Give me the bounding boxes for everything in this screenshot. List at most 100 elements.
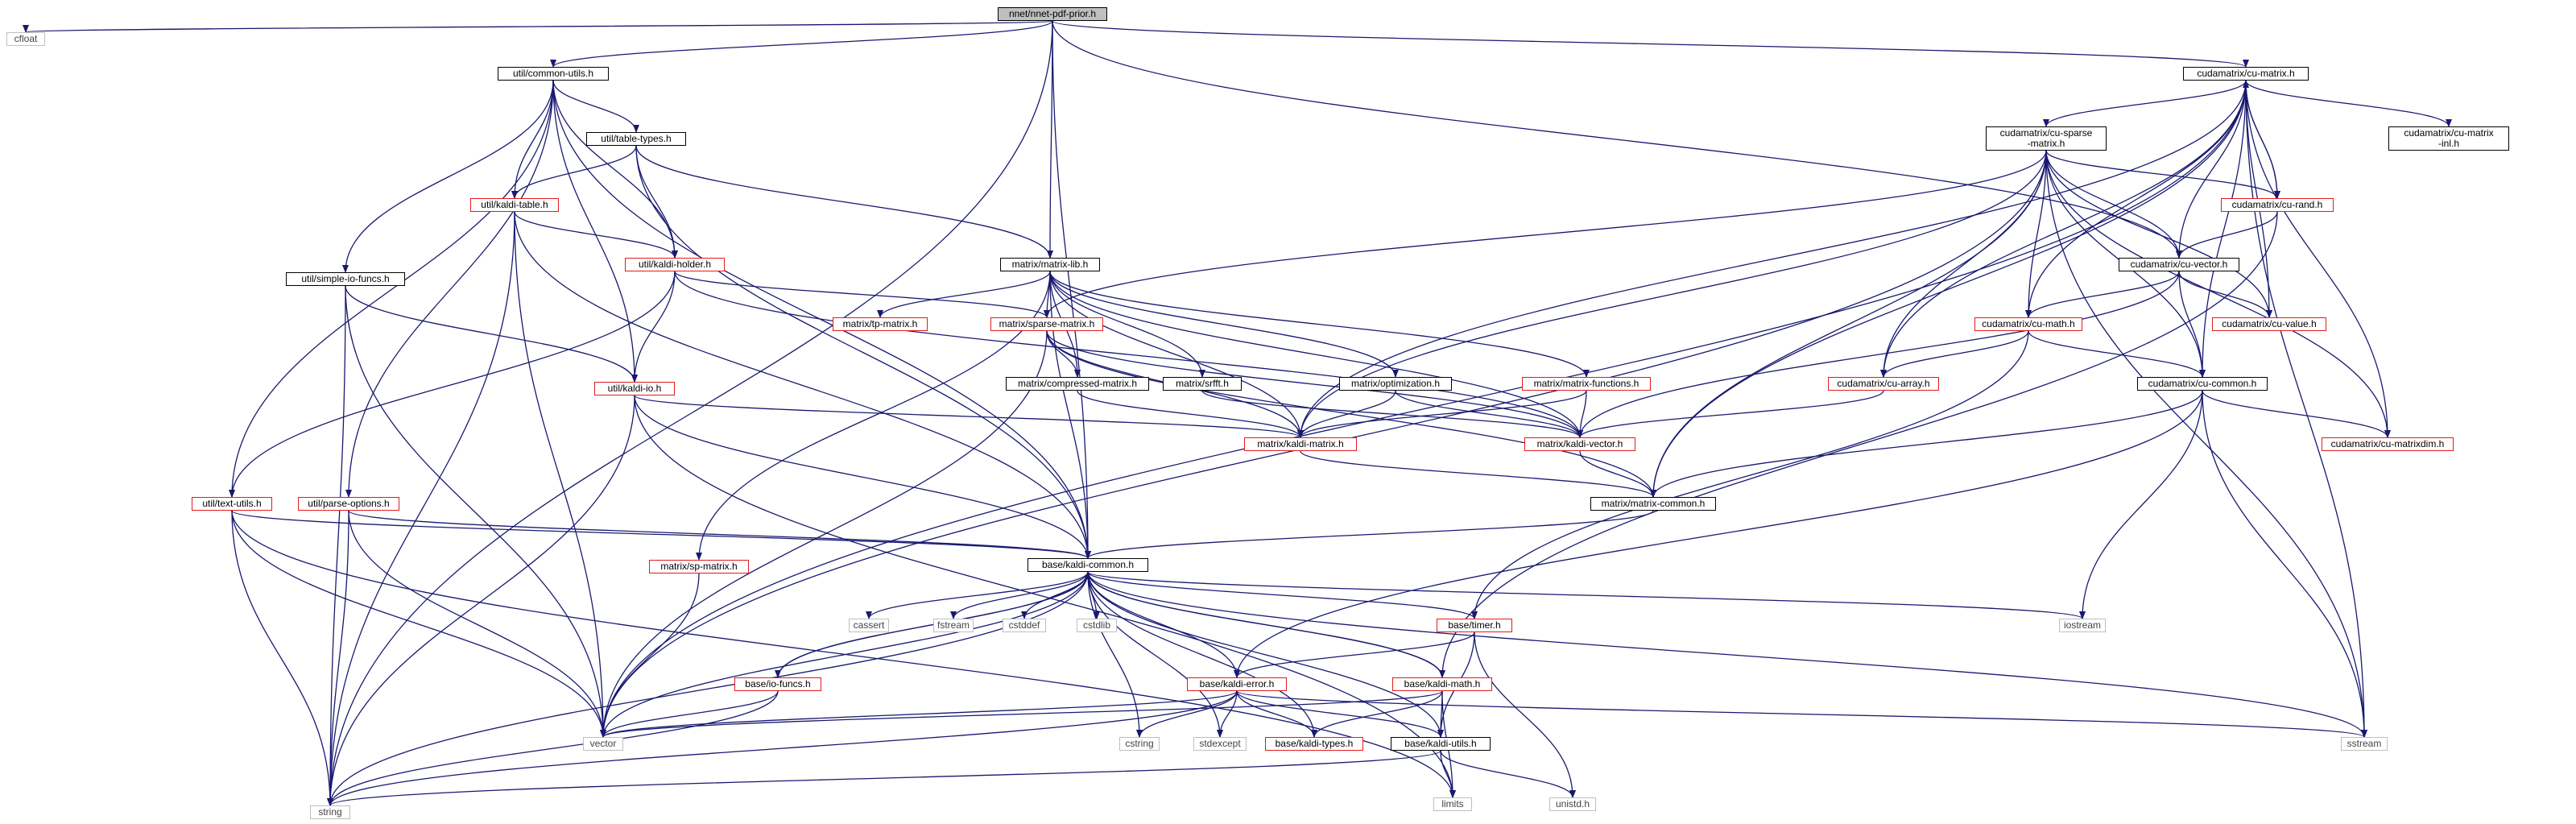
edge-compressed-to-kaldimatrix: [1077, 390, 1304, 438]
edge-cusparse-to-cuvalue: [2045, 150, 2272, 318]
node-cuarray[interactable]: cudamatrix/cu-array.h: [1828, 377, 1939, 391]
edge-commonutils-to-textutils: [229, 80, 554, 498]
edge-matrixcommon-to-kaldicommon: [1085, 510, 1654, 559]
edge-commonutils-to-kaldiholder: [552, 80, 678, 259]
edge-kaldicommon-to-kaldiutils: [1087, 571, 1444, 738]
node-kaldiutils[interactable]: base/kaldi-utils.h: [1391, 737, 1491, 751]
edge-cumatrix-to-matrixcommon: [1650, 80, 2247, 498]
edge-sparsematrix-to-kaldivector: [1046, 330, 1583, 438]
edge-textutils-to-kaldicommon: [231, 510, 1091, 559]
edge-kalditable-to-kaldiholder: [514, 211, 678, 259]
edge-simpleio-to-vector: [345, 285, 606, 738]
edge-commonutils-to-kalditable: [511, 80, 554, 199]
edge-cuvector-to-cuvalue: [2178, 271, 2272, 318]
edge-kaldicommon-to-timer: [1087, 571, 1478, 619]
edge-matrixlib-to-srfft: [1049, 271, 1205, 378]
node-sparsematrix[interactable]: matrix/sparse-matrix.h: [990, 317, 1103, 331]
node-spmatrix[interactable]: matrix/sp-matrix.h: [649, 560, 749, 573]
node-iofuncs[interactable]: base/io-funcs.h: [734, 677, 821, 691]
edge-root-to-cumatrix: [1052, 20, 2249, 68]
edge-iofuncs-to-kaldicommon: [777, 571, 1091, 678]
node-tabletypes[interactable]: util/table-types.h: [586, 132, 686, 146]
node-cuvalue[interactable]: cudamatrix/cu-value.h: [2212, 317, 2326, 331]
edge-cuvector-to-cucommon: [2178, 271, 2206, 378]
edge-textutils-to-vector: [231, 510, 606, 738]
edge-kaldiio-to-kaldicommon: [634, 395, 1091, 559]
node-cumath[interactable]: cudamatrix/cu-math.h: [1974, 317, 2082, 331]
node-limits: limits: [1433, 797, 1472, 811]
edge-optimization-to-kaldivector: [1395, 390, 1583, 438]
node-kaldicommon[interactable]: base/kaldi-common.h: [1028, 558, 1148, 572]
node-kaldimatrix[interactable]: matrix/kaldi-matrix.h: [1244, 437, 1357, 451]
edge-matrixfunctions-to-kaldimatrix: [1297, 390, 1587, 438]
node-kalditypes[interactable]: base/kaldi-types.h: [1265, 737, 1363, 751]
node-cucommon[interactable]: cudamatrix/cu-common.h: [2137, 377, 2268, 391]
edge-tabletypes-to-kalditable: [511, 145, 637, 199]
node-simpleio[interactable]: util/simple-io-funcs.h: [286, 272, 405, 286]
edge-cuvector-to-cumath: [2025, 271, 2180, 318]
node-kaldiio[interactable]: util/kaldi-io.h: [594, 382, 675, 395]
edge-kaldiholder-to-sparsematrix: [674, 271, 1050, 318]
edge-simpleio-to-string: [327, 285, 346, 806]
edge-root-to-cuvector: [1052, 20, 2182, 259]
node-commonutils[interactable]: util/common-utils.h: [498, 67, 609, 81]
node-timer[interactable]: base/timer.h: [1437, 619, 1512, 632]
edge-kaldimath-to-kaldicommon: [1085, 571, 1443, 678]
node-compressed[interactable]: matrix/compressed-matrix.h: [1006, 377, 1149, 391]
node-parseoptions[interactable]: util/parse-options.h: [298, 497, 399, 511]
edge-kalditable-to-kaldicommon: [514, 211, 1091, 559]
node-kalditable[interactable]: util/kaldi-table.h: [470, 198, 559, 212]
edge-cumatrix-to-cuvector: [2176, 80, 2247, 259]
edge-tabletypes-to-kaldicommon: [635, 145, 1091, 559]
node-matrixlib[interactable]: matrix/matrix-lib.h: [1000, 258, 1100, 271]
edge-sparsematrix-to-vector: [600, 330, 1048, 738]
edge-kaldiutils-to-limits: [1440, 750, 1456, 798]
edge-kaldimath-to-vector: [600, 690, 1443, 738]
node-kaldivector[interactable]: matrix/kaldi-vector.h: [1524, 437, 1635, 451]
node-cumatrixdim[interactable]: cudamatrix/cu-matrixdim.h: [2322, 437, 2454, 451]
node-matrixfunctions[interactable]: matrix/matrix-functions.h: [1522, 377, 1651, 391]
edge-matrixlib-to-optimization: [1049, 271, 1399, 378]
node-curand[interactable]: cudamatrix/cu-rand.h: [2221, 198, 2334, 212]
node-matrixcommon[interactable]: matrix/matrix-common.h: [1590, 497, 1716, 511]
node-cuvector[interactable]: cudamatrix/cu-vector.h: [2119, 258, 2239, 271]
edge-kaldicommon-to-stdexcept: [1087, 571, 1223, 738]
node-cstdlib: cstdlib: [1077, 619, 1117, 632]
node-root[interactable]: nnet/nnet-pdf-prior.h: [998, 7, 1107, 21]
edge-cumath-to-timer: [1471, 330, 2029, 619]
node-cumatrixinl[interactable]: cudamatrix/cu-matrix -inl.h: [2388, 126, 2509, 151]
edge-root-to-string: [327, 20, 1053, 806]
edge-kaldicommon-to-iostream: [1087, 571, 2086, 619]
edge-curand-to-cuvector: [2176, 211, 2278, 259]
node-kaldiholder[interactable]: util/kaldi-holder.h: [625, 258, 725, 271]
edge-cumatrix-to-cumatrixdim: [2245, 80, 2391, 438]
edge-kalditable-to-string: [327, 211, 515, 806]
edge-srfft-to-kaldivector: [1201, 390, 1583, 438]
edge-cuvector-to-kaldivector: [1577, 271, 2180, 438]
node-kaldimath[interactable]: base/kaldi-math.h: [1392, 677, 1492, 691]
node-tpmatrix[interactable]: matrix/tp-matrix.h: [833, 317, 928, 331]
node-cfloat: cfloat: [6, 32, 45, 46]
node-cumatrix[interactable]: cudamatrix/cu-matrix.h: [2183, 67, 2309, 81]
node-textutils[interactable]: util/text-utils.h: [192, 497, 272, 511]
edge-matrixlib-to-kaldivector: [1049, 271, 1583, 438]
edge-timer-to-unistd: [1474, 631, 1576, 798]
edges: [23, 20, 2452, 806]
edge-cumath-to-cucommon: [2028, 330, 2206, 378]
edge-cusparse-to-sstream: [2045, 150, 2367, 738]
edge-matrixlib-to-matrixfunctions: [1049, 271, 1590, 378]
node-string: string: [310, 805, 350, 819]
edge-curand-to-cumatrix: [2243, 80, 2278, 199]
edge-parseoptions-to-kaldicommon: [348, 510, 1091, 559]
node-cusparse[interactable]: cudamatrix/cu-sparse -matrix.h: [1986, 126, 2107, 151]
edge-cusparse-to-cuvector: [2045, 150, 2182, 259]
edge-iofuncs-to-string: [327, 690, 779, 806]
edge-textutils-to-limits: [231, 510, 1456, 798]
node-srfft[interactable]: matrix/srfft.h: [1163, 377, 1242, 391]
node-optimization[interactable]: matrix/optimization.h: [1339, 377, 1452, 391]
node-kaldierror[interactable]: base/kaldi-error.h: [1187, 677, 1287, 691]
node-cassert: cassert: [849, 619, 889, 632]
edge-kaldiio-to-limits: [634, 395, 1456, 798]
edge-matrixlib-to-tpmatrix: [877, 271, 1051, 318]
